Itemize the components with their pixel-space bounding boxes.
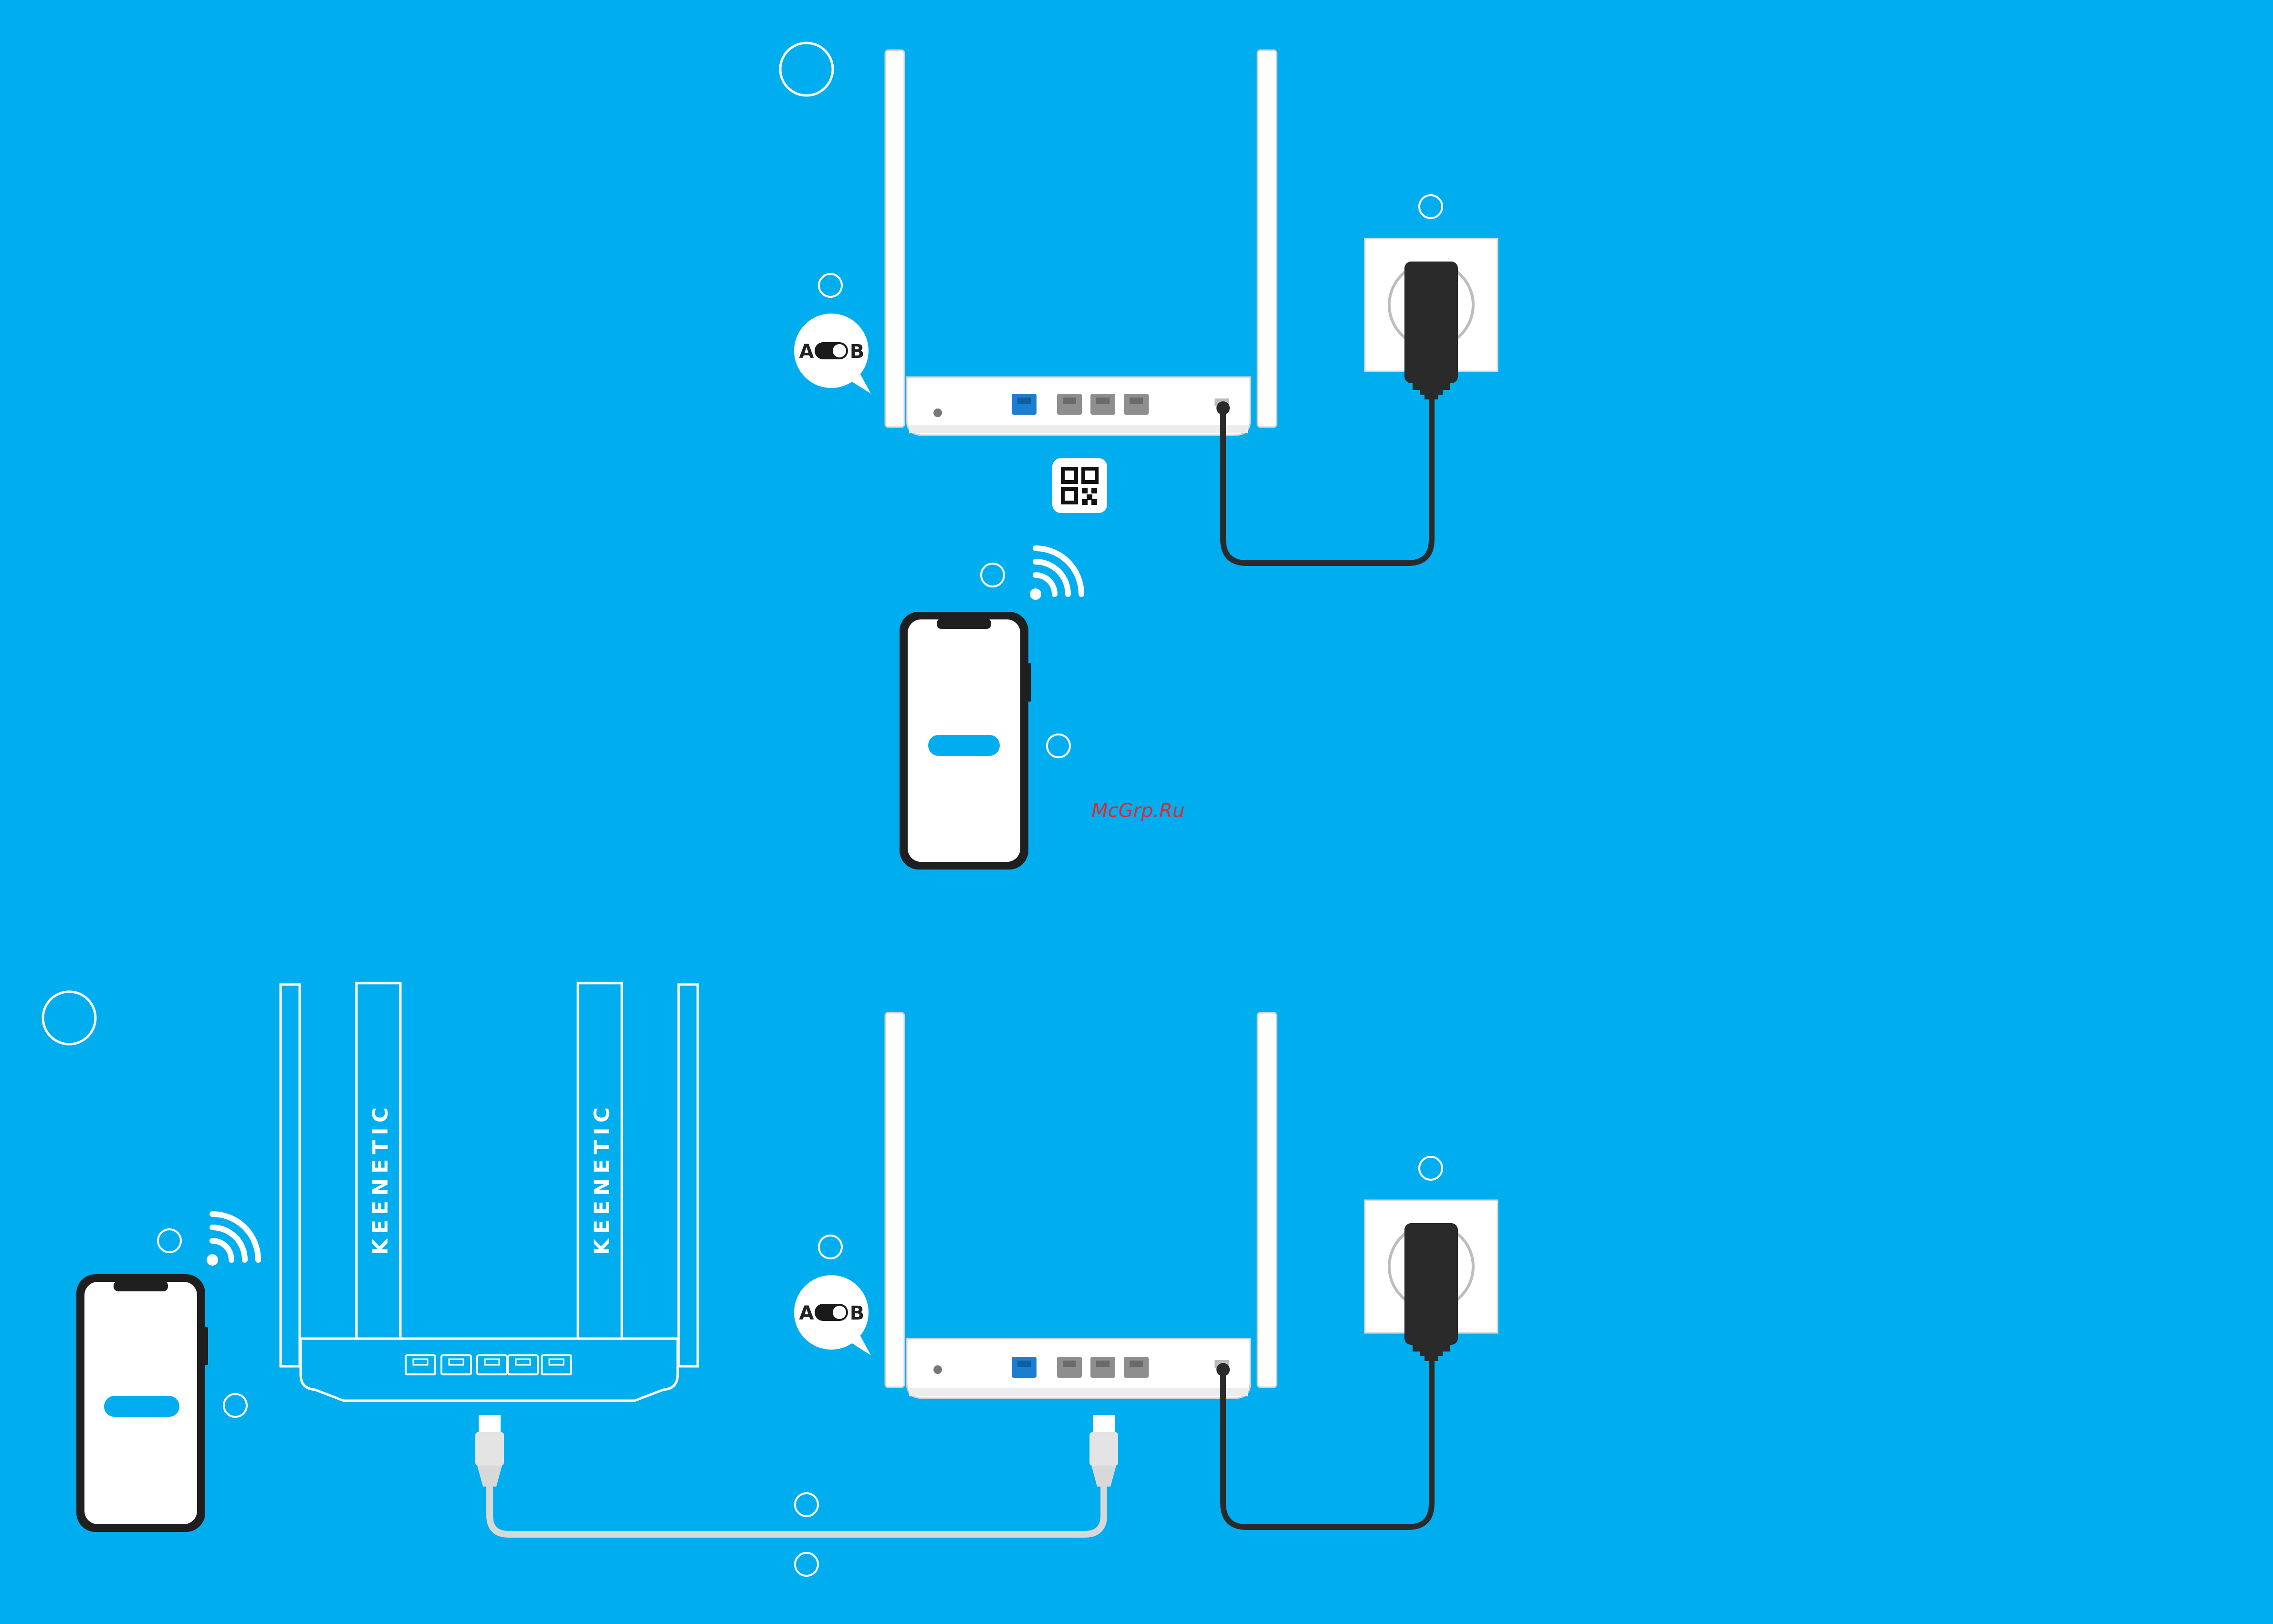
- step-marker-circle: [1419, 1157, 1442, 1180]
- antenna-left: [885, 50, 904, 427]
- reset-button: [933, 1365, 942, 1374]
- step-marker-circle: [795, 1553, 818, 1576]
- step-marker-circle: [1419, 195, 1442, 218]
- lan-port-5: [542, 1355, 571, 1374]
- wifi-icon: [207, 1214, 258, 1266]
- lan-port-1: [1057, 394, 1082, 415]
- power-adapter-icon: [1404, 262, 1458, 399]
- lan-port-2: [441, 1355, 471, 1374]
- wifi-icon: [1030, 548, 1081, 600]
- power-cable: [1223, 382, 1432, 563]
- router-bottom: [885, 1013, 1277, 1398]
- lan-port-2: [1090, 394, 1115, 415]
- ethernet-plug-icon: [1089, 1415, 1118, 1487]
- watermark-text: McGrp.Ru: [1091, 800, 1184, 822]
- step-marker-circle: [780, 43, 833, 95]
- step-marker-circle: [158, 1229, 181, 1252]
- main-router-outline: [281, 983, 698, 1401]
- step-marker-circle: [819, 1236, 842, 1258]
- smartphone-icon: [76, 1274, 208, 1532]
- lan-port-4: [508, 1355, 538, 1374]
- power-cable: [1223, 1346, 1432, 1527]
- connect-button-shape: [104, 1396, 179, 1417]
- antenna-outer-left: [281, 985, 300, 1366]
- reset-button: [933, 409, 942, 417]
- lan-port-3: [477, 1355, 507, 1374]
- smartphone-icon: [900, 612, 1031, 870]
- antenna-left: [885, 1013, 904, 1387]
- lan-port-3: [1124, 1357, 1149, 1378]
- router-top: [885, 50, 1277, 435]
- lan-port-1: [406, 1355, 435, 1374]
- step-marker-circle: [43, 992, 95, 1044]
- step-marker-circle: [224, 1394, 247, 1417]
- wan-port: [1012, 1357, 1037, 1378]
- antenna-right: [1257, 50, 1277, 427]
- lan-port-1: [1057, 1357, 1082, 1378]
- switch-label-a: A: [799, 341, 814, 363]
- wan-port: [1012, 394, 1037, 415]
- power-adapter-icon: [1404, 1223, 1458, 1361]
- step-marker-circle: [1047, 734, 1070, 757]
- connect-button-shape: [928, 735, 1000, 756]
- step-marker-circle: [981, 564, 1004, 587]
- step-marker-circle: [795, 1493, 818, 1516]
- router-body-outline: [301, 1339, 678, 1401]
- switch-label-b: B: [850, 1302, 865, 1324]
- antenna-right: [1257, 1013, 1277, 1387]
- lan-port-2: [1090, 1357, 1115, 1378]
- brand-label-left: KEENETIC: [368, 1102, 393, 1255]
- antenna-outer-right: [679, 985, 698, 1366]
- step-marker-circle: [819, 274, 842, 297]
- ab-mode-switch-icon: A B: [794, 1275, 871, 1355]
- switch-label-b: B: [850, 341, 865, 363]
- switch-label-a: A: [799, 1302, 814, 1324]
- lan-port-3: [1124, 394, 1149, 415]
- ethernet-plug-icon: [475, 1415, 504, 1487]
- ab-mode-switch-icon: A B: [794, 314, 871, 394]
- brand-label-right: KEENETIC: [590, 1102, 614, 1255]
- qr-code-icon: [1052, 458, 1107, 513]
